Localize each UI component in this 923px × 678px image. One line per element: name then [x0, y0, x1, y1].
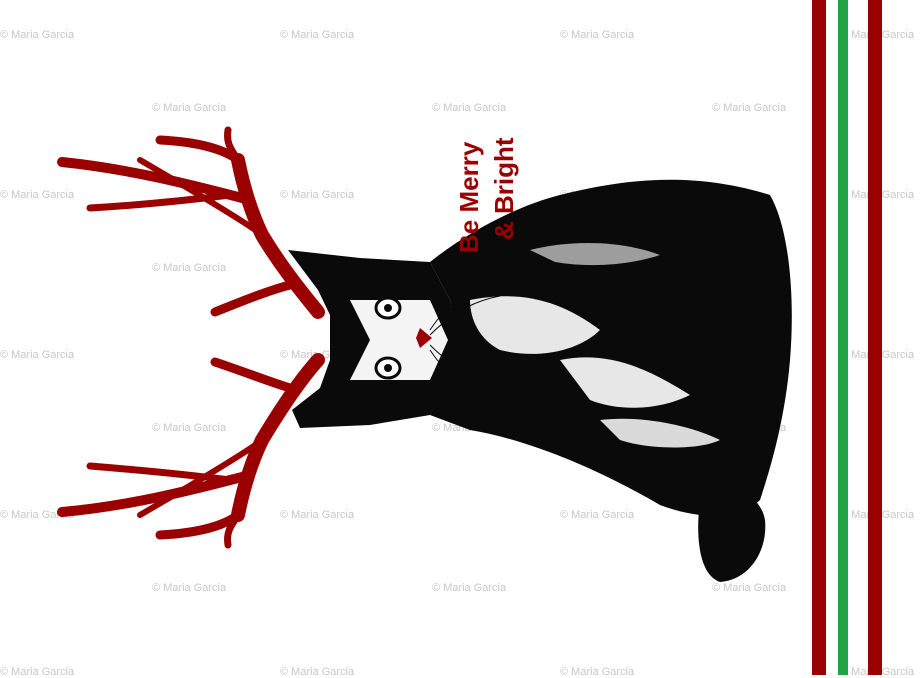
red-nose-icon: [416, 328, 432, 348]
greeting-text: Be Merry & Bright: [433, 88, 523, 258]
red-stripe-right: [868, 0, 882, 675]
antlers-icon: [57, 126, 325, 549]
green-stripe: [838, 0, 848, 675]
greeting-line-1: Be Merry: [454, 141, 484, 253]
red-stripe-left: [812, 0, 826, 675]
greeting-line-2: & Bright: [489, 137, 519, 240]
cat-icon: [288, 179, 792, 582]
